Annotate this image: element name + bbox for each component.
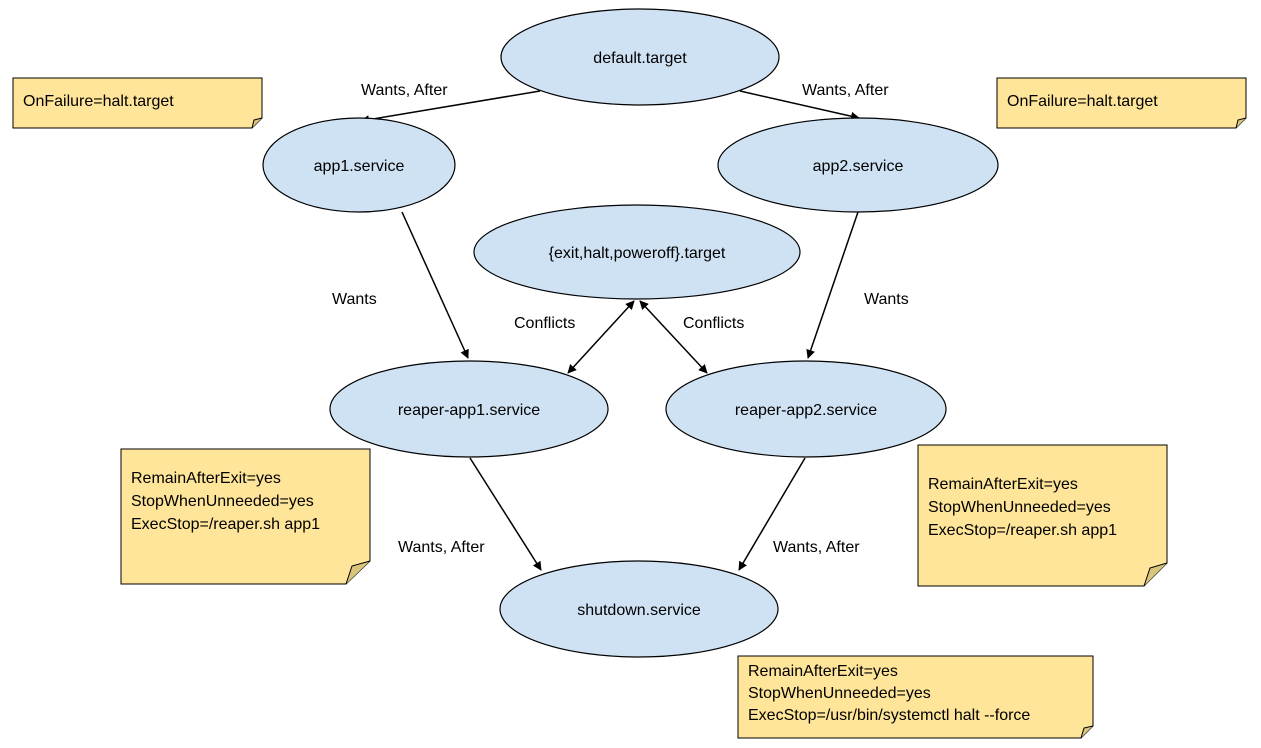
note-line: RemainAfterExit=yes [748, 663, 898, 680]
node-label: reaper-app2.service [735, 402, 877, 419]
edges [360, 90, 860, 571]
note-app1: OnFailure=halt.target [12, 77, 263, 129]
node-app1-service: app1.service [262, 117, 456, 213]
edge-conflicts-reaper1 [567, 300, 635, 374]
node-reaper-app1-service: reaper-app1.service [329, 360, 609, 458]
edge-label-reaper2-to-shutdown: Wants, After [773, 539, 860, 556]
note-line: StopWhenUnneeded=yes [928, 499, 1111, 516]
note-line: StopWhenUnneeded=yes [748, 685, 931, 702]
note-line: RemainAfterExit=yes [131, 470, 281, 487]
edge-label-default-to-app1: Wants, After [361, 82, 448, 99]
edge-conflicts-reaper2 [639, 300, 708, 374]
node-label: app2.service [813, 158, 904, 175]
edge-label-conflicts-reaper2: Conflicts [683, 315, 744, 332]
note-shutdown: RemainAfterExit=yes StopWhenUnneeded=yes… [737, 655, 1094, 739]
note-line: RemainAfterExit=yes [928, 476, 1078, 493]
node-reaper-app2-service: reaper-app2.service [665, 360, 947, 458]
node-label: default.target [593, 50, 687, 67]
note-line: ExecStop=/usr/bin/systemctl halt --force [748, 707, 1030, 724]
edge-label-conflicts-reaper1: Conflicts [514, 315, 575, 332]
edge-app2-to-reaper2 [806, 211, 859, 359]
node-label: app1.service [314, 158, 405, 175]
edge-label-reaper1-to-shutdown: Wants, After [398, 539, 485, 556]
note-app2: OnFailure=halt.target [996, 77, 1247, 129]
edge-app1-to-reaper1 [401, 211, 469, 359]
node-label: {exit,halt,poweroff}.target [549, 245, 726, 262]
edge-default-to-app2 [739, 90, 860, 121]
edge-default-to-app1 [360, 90, 541, 125]
edge-reaper2-to-shutdown [738, 457, 806, 571]
note-line: OnFailure=halt.target [1007, 93, 1158, 110]
node-shutdown-service: shutdown.service [499, 560, 779, 658]
edge-label-app1-to-reaper1: Wants [332, 291, 377, 308]
node-exit-halt-poweroff-target: {exit,halt,poweroff}.target [473, 204, 801, 300]
edge-label-default-to-app2: Wants, After [802, 82, 889, 99]
node-app2-service: app2.service [717, 117, 999, 213]
note-reaper-app1: RemainAfterExit=yes StopWhenUnneeded=yes… [120, 448, 371, 585]
note-line: StopWhenUnneeded=yes [131, 493, 314, 510]
note-reaper-app2: RemainAfterExit=yes StopWhenUnneeded=yes… [917, 444, 1168, 587]
edge-label-app2-to-reaper2: Wants [864, 291, 909, 308]
edge-reaper1-to-shutdown [469, 457, 542, 571]
node-label: reaper-app1.service [398, 402, 540, 419]
node-default-target: default.target [500, 8, 780, 106]
note-line: ExecStop=/reaper.sh app1 [928, 522, 1117, 539]
note-line: OnFailure=halt.target [23, 93, 174, 110]
note-line: ExecStop=/reaper.sh app1 [131, 516, 320, 533]
node-label: shutdown.service [577, 602, 701, 619]
